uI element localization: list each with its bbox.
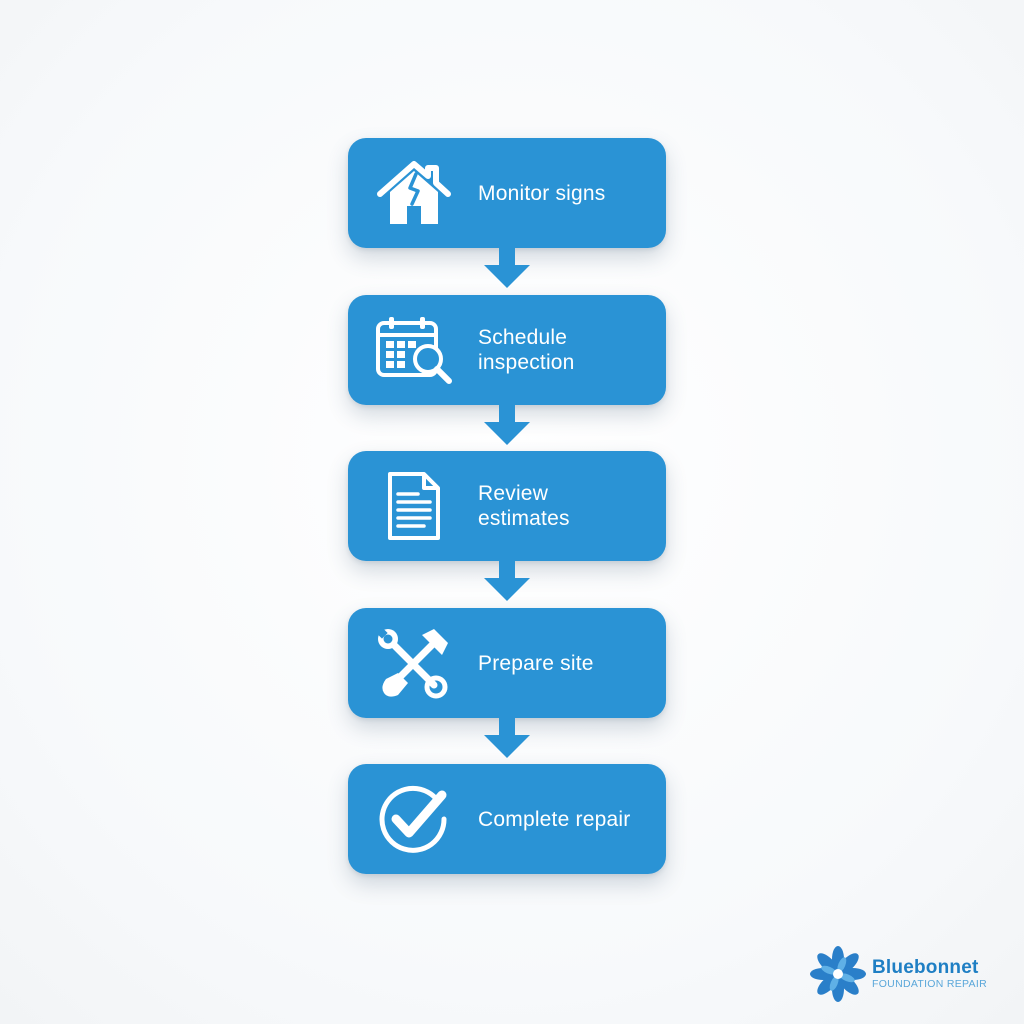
step-prepare-site: Prepare site	[348, 608, 666, 718]
step-monitor-signs: Monitor signs	[348, 138, 666, 248]
step-label: Schedule inspection	[478, 326, 575, 374]
arrow-down-icon	[482, 248, 532, 290]
bluebonnet-flower-icon	[810, 946, 866, 1002]
step-label: Review estimates	[478, 482, 570, 530]
house-crack-icon	[372, 153, 456, 233]
arrow-down-icon	[482, 561, 532, 603]
brand-logo: Bluebonnet FOUNDATION REPAIR	[810, 946, 987, 1002]
calendar-search-icon	[372, 310, 456, 390]
document-icon	[372, 466, 456, 546]
brand-tagline: FOUNDATION REPAIR	[872, 978, 987, 990]
step-review-estimates: Review estimates	[348, 451, 666, 561]
step-complete-repair: Complete repair	[348, 764, 666, 874]
checkmark-circle-icon	[372, 779, 456, 859]
arrow-down-icon	[482, 405, 532, 447]
step-label: Complete repair	[478, 807, 631, 831]
brand-name: Bluebonnet	[872, 957, 979, 978]
step-schedule-inspection: Schedule inspection	[348, 295, 666, 405]
brand-text: Bluebonnet FOUNDATION REPAIR	[872, 957, 987, 991]
step-label: Prepare site	[478, 651, 594, 675]
arrow-down-icon	[482, 718, 532, 760]
step-label: Monitor signs	[478, 181, 606, 205]
tools-icon	[372, 623, 456, 703]
